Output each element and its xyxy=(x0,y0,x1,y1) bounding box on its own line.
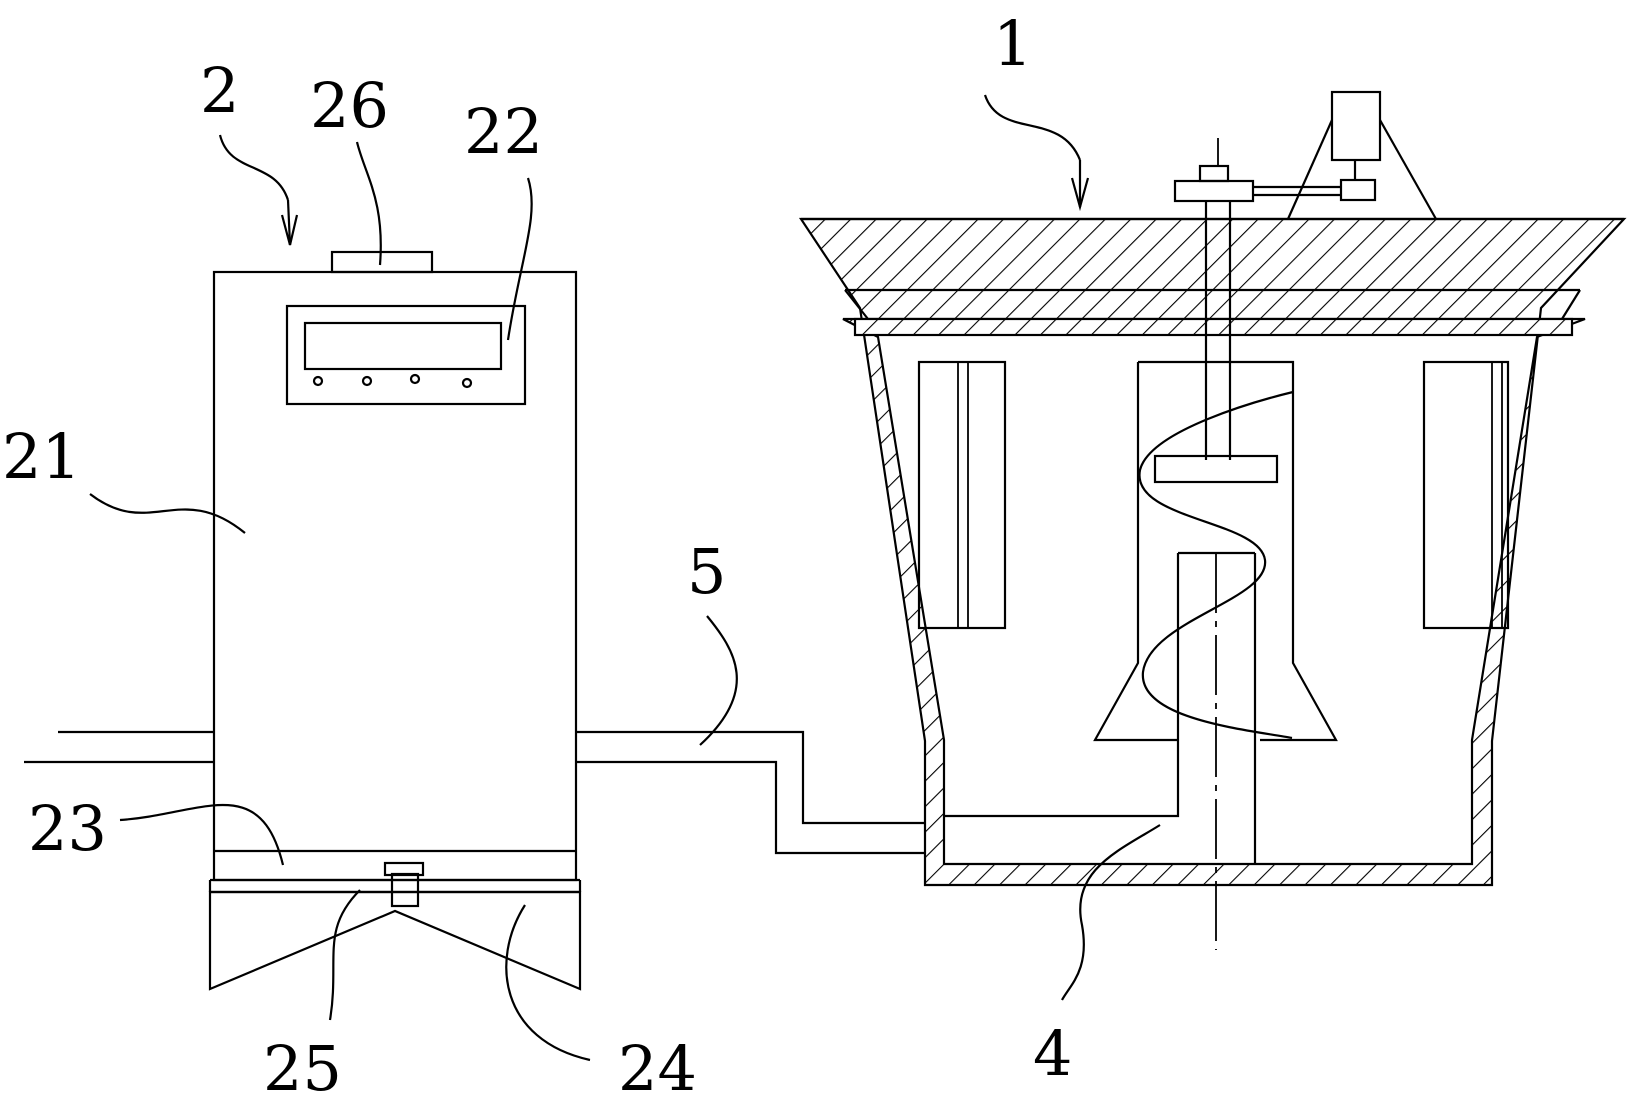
label-1: 1 xyxy=(993,7,1032,80)
motor xyxy=(1330,90,1382,162)
label-2: 2 xyxy=(200,54,239,127)
connecting-pipe xyxy=(576,730,925,855)
base-stand xyxy=(208,890,582,991)
label-4: 4 xyxy=(1033,1017,1072,1090)
label-5: 5 xyxy=(687,535,726,608)
mixing-tank xyxy=(798,90,1627,950)
display-screen xyxy=(303,321,503,371)
valve-body xyxy=(390,872,420,908)
panel-button xyxy=(361,375,373,387)
control-cabinet xyxy=(24,250,582,991)
right-baffle xyxy=(1422,360,1510,630)
inner-pipe xyxy=(944,553,1180,818)
label-25: 25 xyxy=(263,1032,342,1103)
draft-tube xyxy=(1138,360,1338,742)
panel-button xyxy=(461,377,473,389)
left-baffle xyxy=(917,360,1007,630)
reference-numerals: 1 2 4 5 21 22 23 24 25 26 xyxy=(2,7,1072,1105)
label-22: 22 xyxy=(464,95,543,168)
label-24: 24 xyxy=(618,1032,697,1103)
label-26: 26 xyxy=(310,69,389,142)
panel-button xyxy=(312,375,324,387)
motor-bracket xyxy=(1286,119,1334,220)
top-cap xyxy=(330,250,434,274)
impeller-disc xyxy=(1153,454,1279,484)
label-23: 23 xyxy=(28,792,107,865)
panel-button xyxy=(409,373,421,385)
label-21: 21 xyxy=(2,420,81,493)
leader-lines xyxy=(89,94,1161,1062)
spiral-ribbon xyxy=(1138,390,1294,740)
control-panel xyxy=(285,304,527,406)
cabinet-body xyxy=(212,270,578,882)
pulley xyxy=(1173,179,1255,203)
hatched-lid xyxy=(853,317,1574,337)
